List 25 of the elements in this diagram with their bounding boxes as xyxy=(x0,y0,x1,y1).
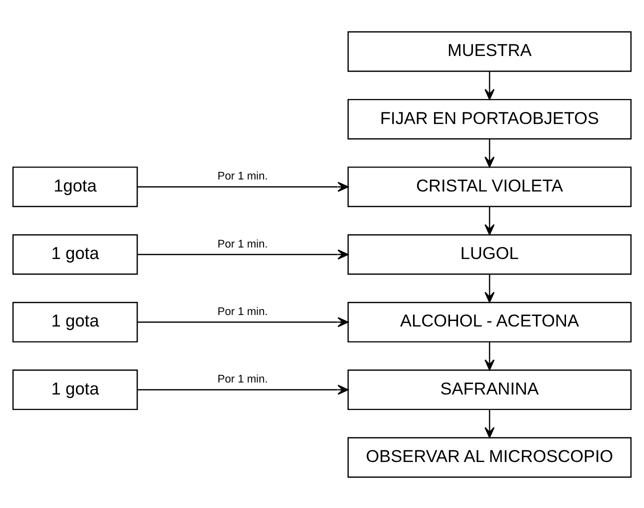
arrow xyxy=(138,181,348,192)
arrow xyxy=(138,248,348,260)
arrow xyxy=(138,316,348,327)
node-box: MUESTRA xyxy=(348,30,632,72)
node-box: 1 gota xyxy=(12,234,138,274)
arrow xyxy=(484,274,495,302)
node-box: 1 gota xyxy=(12,368,138,410)
node-box: 1 gota xyxy=(12,301,138,342)
arrow xyxy=(484,70,495,100)
node-box: CRISTAL VIOLETA xyxy=(348,166,632,207)
edge-label: Por 1 min. xyxy=(218,373,268,386)
arrow xyxy=(484,341,495,370)
node-box: 1gota xyxy=(12,166,138,207)
node-box: FIJAR EN PORTAOBJETOS xyxy=(348,98,632,140)
arrow xyxy=(484,138,495,167)
node-box: OBSERVAR AL MICROSCOPIO xyxy=(348,436,632,478)
node-box: ALCOHOL - ACETONA xyxy=(348,301,632,342)
edge-label: Por 1 min. xyxy=(218,170,268,182)
edge-label: Por 1 min. xyxy=(218,306,268,318)
arrow xyxy=(484,206,495,235)
arrow xyxy=(484,409,495,438)
node-box: SAFRANINA xyxy=(348,368,632,410)
edge-label: Por 1 min. xyxy=(218,238,268,250)
arrow xyxy=(138,384,348,394)
node-box: LUGOL xyxy=(348,234,632,274)
